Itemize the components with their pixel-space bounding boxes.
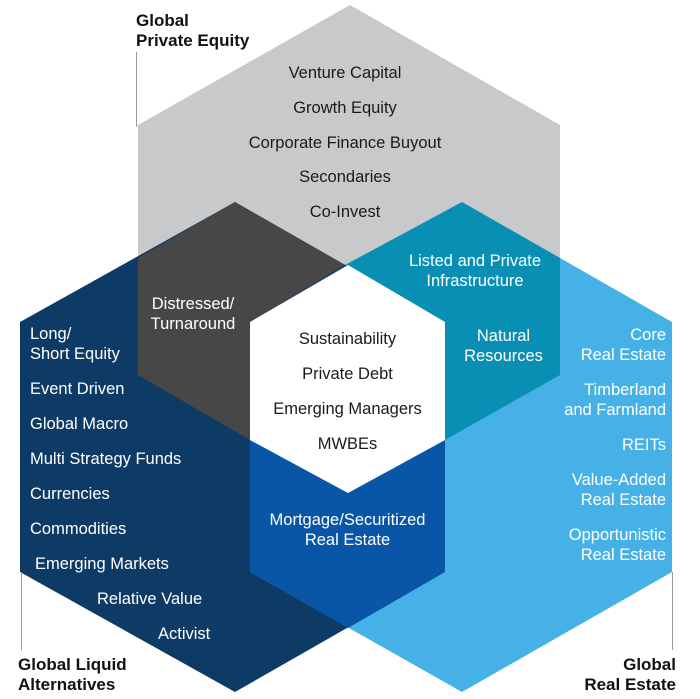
center-item: Private Debt	[302, 365, 393, 383]
real-estate-title: Global Real Estate	[584, 655, 676, 694]
liquid-item: Activist	[158, 625, 211, 643]
mortgage-label: Mortgage/Securitized Real Estate	[269, 511, 426, 549]
liquid-item: Global Macro	[30, 415, 129, 433]
pe-real-estate-overlap	[345, 202, 560, 440]
liquid-item: Event Driven	[30, 380, 125, 398]
pe-item: Corporate Finance Buyout	[248, 134, 442, 152]
pe-item: Growth Equity	[293, 99, 397, 117]
real-estate-item: Value-Added Real Estate	[571, 471, 666, 509]
natural-resources-label: Natural Resources	[464, 327, 543, 365]
center-item: Emerging Managers	[273, 400, 422, 418]
private-equity-title: Global Private Equity	[136, 11, 250, 50]
liquid-real-estate-overlap	[250, 440, 445, 628]
real-estate-item: Timberland and Farmland	[564, 381, 666, 419]
pe-item: Secondaries	[299, 168, 391, 186]
liquid-item: Currencies	[30, 485, 110, 503]
infrastructure-label: Listed and Private Infrastructure	[408, 252, 542, 290]
real-estate-item: Opportunistic Real Estate	[568, 526, 666, 564]
pe-liquid-overlap-label: Distressed/ Turnaround	[150, 295, 236, 333]
liquid-item: Relative Value	[97, 590, 203, 608]
liquid-item: Multi Strategy Funds	[30, 450, 182, 468]
liquid-item: Emerging Markets	[35, 555, 169, 573]
center-item: Sustainability	[298, 330, 397, 348]
liquid-item: Long/ Short Equity	[30, 325, 120, 363]
real-estate-item: Core Real Estate	[580, 326, 666, 364]
pe-item: Co-Invest	[309, 203, 381, 221]
real-estate-item: REITs	[621, 436, 666, 454]
liquid-leader-line	[21, 572, 22, 650]
pe-item: Venture Capital	[288, 64, 402, 82]
center-hexagon	[250, 265, 445, 493]
center-item: MWBEs	[317, 435, 378, 453]
liquid-alternatives-title: Global Liquid Alternatives	[18, 655, 127, 694]
real-estate-leader-line	[672, 572, 673, 650]
liquid-item: Commodities	[30, 520, 127, 538]
pe-leader-line	[136, 52, 137, 127]
pe-liquid-overlap	[138, 202, 345, 440]
